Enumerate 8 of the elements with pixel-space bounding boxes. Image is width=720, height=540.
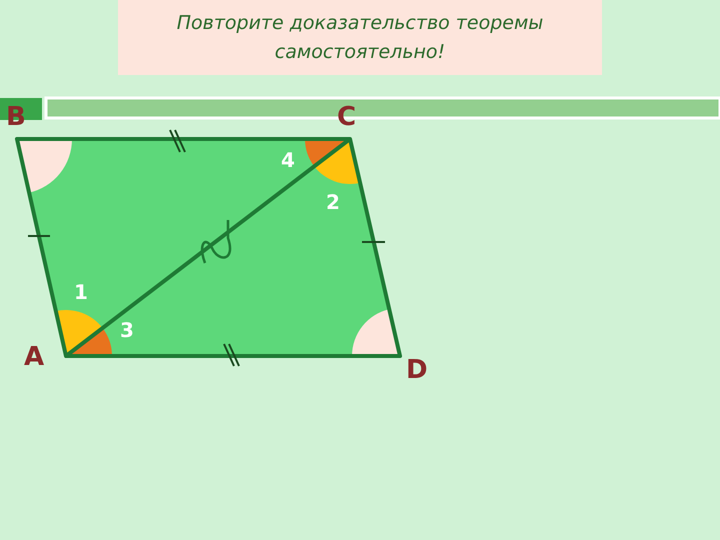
vertex-label: C (337, 104, 356, 130)
title: Повторите доказательство теоремы самостоятельно! (176, 10, 544, 64)
angle-number: 4 (281, 150, 295, 170)
angle-number: 1 (74, 282, 88, 302)
vertex-label: D (406, 357, 428, 383)
angle-number: 3 (120, 320, 134, 340)
angle-number: 2 (326, 192, 340, 212)
vertex-label: A (24, 344, 44, 370)
